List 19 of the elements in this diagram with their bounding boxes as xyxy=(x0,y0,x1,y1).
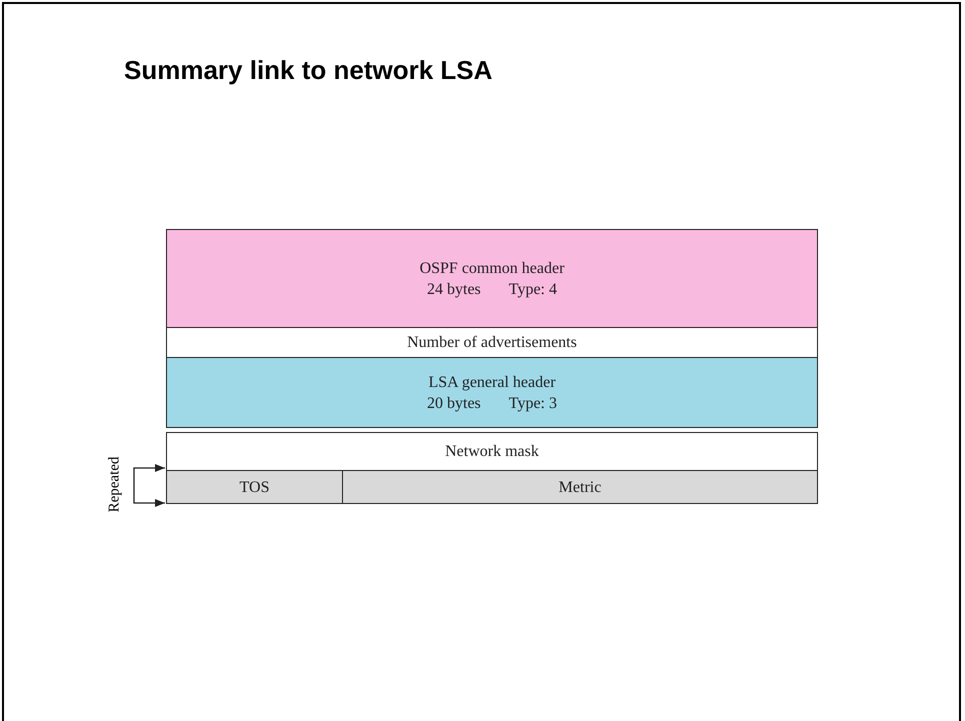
header-field xyxy=(166,357,818,428)
field-name: Metric xyxy=(558,478,602,498)
field-name: Network mask xyxy=(445,442,539,462)
header-field xyxy=(166,229,818,328)
field-name: LSA general header xyxy=(428,372,556,392)
field-size: 20 bytes xyxy=(427,394,481,414)
edge-label: Repeated xyxy=(106,455,124,514)
field-name: Number of advertisements xyxy=(407,333,577,353)
loop-arrow xyxy=(133,464,165,507)
mask-field xyxy=(166,432,818,471)
field-name: OSPF common header xyxy=(420,258,564,278)
count-field xyxy=(166,327,818,358)
slide-title: Summary link to network LSA xyxy=(124,55,492,86)
field-type: Type: 4 xyxy=(508,280,557,300)
field-size: 24 bytes xyxy=(427,280,481,300)
metric-field xyxy=(342,470,818,504)
field-name: TOS xyxy=(240,478,270,498)
field-type: Type: 3 xyxy=(508,394,557,414)
tos-field xyxy=(166,470,343,504)
